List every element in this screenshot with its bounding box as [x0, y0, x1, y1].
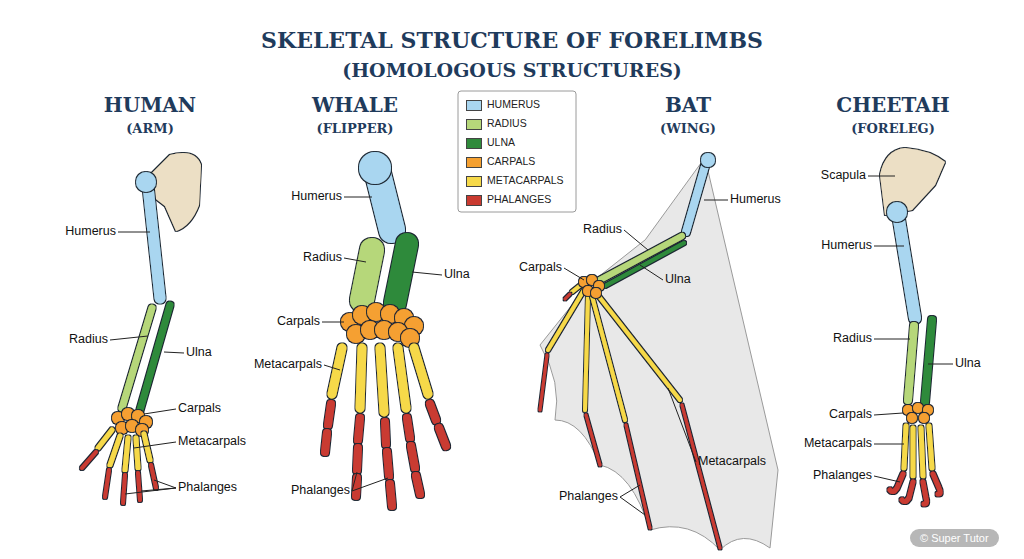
watermark: © Super Tutor — [910, 529, 999, 547]
bone-label: Phalanges — [559, 490, 618, 504]
column-heading: BAT — [665, 94, 711, 116]
bone-label: Metacarpals — [254, 358, 322, 372]
bone-label: Carpals — [519, 261, 562, 275]
bone-label: Metacarpals — [804, 437, 872, 451]
diagram-title: SKELETAL STRUCTURE OF FORELIMBS — [261, 28, 763, 52]
human-arm — [82, 153, 201, 503]
bone-label: Carpals — [178, 402, 221, 416]
bone-label: Scapula — [821, 169, 866, 183]
legend-swatch — [466, 157, 482, 168]
bone-label: Radius — [69, 333, 108, 347]
bone-label: Ulna — [444, 268, 470, 282]
column-subheading: (ARM) — [126, 122, 174, 136]
cheetah-foreleg — [880, 148, 945, 504]
column-subheading: (WING) — [660, 122, 716, 136]
legend-swatch — [466, 195, 482, 206]
bone-label: Ulna — [955, 357, 981, 371]
legend-swatch — [466, 176, 482, 187]
legend-swatch — [466, 138, 482, 149]
bone-label: Metacarpals — [178, 435, 246, 449]
legend-text: PHALANGES — [487, 194, 551, 206]
bone-label: Radius — [583, 223, 622, 237]
bone-label: Humerus — [65, 225, 116, 239]
bone-label: Phalanges — [178, 481, 237, 495]
bone-label: Humerus — [821, 239, 872, 253]
bone-label: Radius — [833, 332, 872, 346]
legend-text: METACARPALS — [487, 175, 564, 187]
leader-lines — [110, 176, 953, 515]
bone-label: Humerus — [291, 190, 342, 204]
legend-text: ULNA — [487, 137, 515, 149]
whale-flipper — [325, 152, 446, 506]
bone-label: Metacarpals — [698, 455, 766, 469]
bone-label: Carpals — [277, 315, 320, 329]
column-subheading: (FORELEG) — [851, 122, 935, 136]
bone-label: Phalanges — [813, 469, 872, 483]
bone-label: Carpals — [829, 408, 872, 422]
column-heading: CHEETAH — [836, 94, 950, 116]
legend-text: CARPALS — [487, 156, 535, 168]
bone-label: Ulna — [665, 273, 691, 287]
bone-label: Radius — [303, 251, 342, 265]
legend-text: HUMERUS — [487, 99, 540, 111]
legend-swatch — [466, 119, 482, 130]
column-subheading: (FLIPPER) — [316, 122, 393, 136]
legend-frame — [458, 91, 576, 212]
column-heading: WHALE — [312, 94, 398, 116]
bat-wing — [540, 153, 778, 550]
legend-swatch — [466, 100, 482, 111]
bone-label: Ulna — [186, 346, 212, 360]
legend-text: RADIUS — [487, 118, 527, 130]
bone-label: Phalanges — [291, 484, 350, 498]
column-heading: HUMAN — [104, 94, 196, 116]
bone-label: Humerus — [730, 193, 781, 207]
subtitle: (HOMOLOGOUS STRUCTURES) — [342, 60, 682, 81]
